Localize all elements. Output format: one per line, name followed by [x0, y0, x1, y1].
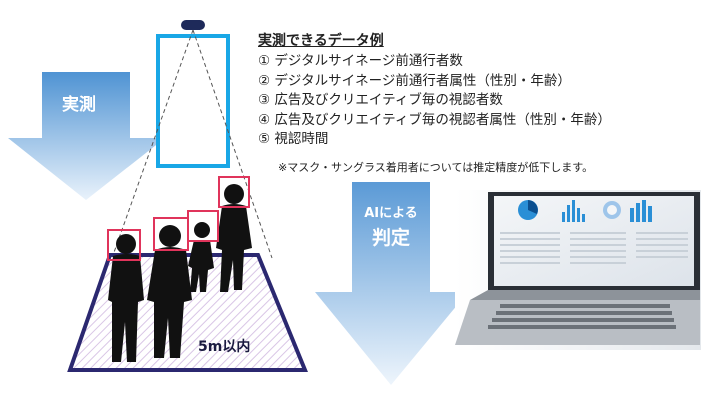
bar-chart-icon: [562, 200, 585, 222]
ai-label-line2: 判定: [371, 227, 410, 249]
list-item: ③ 広告及びクリエイティブ毎の視認者数: [258, 92, 503, 108]
list-item: ④ 広告及びクリエイティブ毎の視認者属性（性別・年齢）: [258, 111, 611, 128]
camera-icon: [181, 20, 205, 30]
accuracy-note: ※マスク・サングラス着用者については推定精度が低下します。: [278, 161, 594, 174]
distance-label: 5m以内: [198, 339, 251, 355]
down-arrow-icon: [315, 182, 468, 385]
down-arrow-icon: [8, 72, 165, 200]
people-silhouettes: [108, 184, 252, 362]
list-item: ① デジタルサイネージ前通行者数: [258, 53, 463, 69]
list-item: ⑤ 視認時間: [258, 131, 329, 147]
actual-measure-label: 実測: [62, 95, 96, 115]
list-item: ② デジタルサイネージ前通行者属性（性別・年齢）: [258, 72, 571, 89]
data-example-list: ① デジタルサイネージ前通行者数 ② デジタルサイネージ前通行者属性（性別・年齢…: [258, 52, 611, 150]
ai-label-line1: AIによる: [364, 206, 418, 221]
digital-signage: [156, 34, 230, 168]
face-detection-boxes: [107, 176, 250, 261]
data-example-title: 実測できるデータ例: [258, 33, 384, 49]
laptop-icon: [455, 190, 701, 350]
